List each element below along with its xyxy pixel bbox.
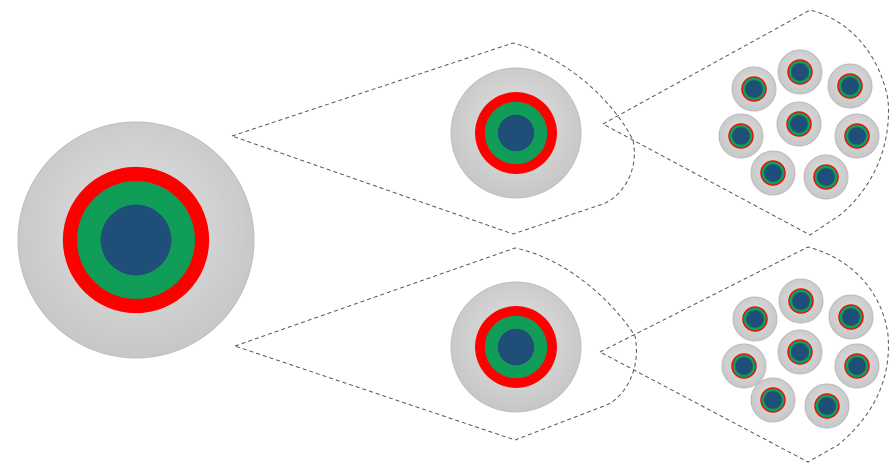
level3-cable-top-2-core [791,63,809,81]
level3-cable-top-6-core [848,127,866,145]
level3-cable-bottom-5-core [791,343,809,361]
level3-cable-bottom-3-core [842,308,860,326]
level3-cable-top-8-core [817,168,835,186]
level3-cable-top-7-core [764,164,782,182]
cable-cross-sections [18,50,879,428]
level3-cable-top-4-core [732,127,750,145]
level3-cable-top-3-core [841,77,859,95]
level2-cable-top-core [498,115,534,151]
level3-cable-bottom-8-core [818,397,836,415]
level3-cable-bottom-2-core [792,292,810,310]
level3-cable-bottom-7-core [764,391,782,409]
level1-cable-core [101,205,172,276]
level3-cable-bottom-1-core [746,310,764,328]
level2-cable-bottom-core [498,329,534,365]
level3-cable-top-1-core [745,80,763,98]
level3-cable-bottom-6-core [848,357,866,375]
level3-cable-bottom-4-core [735,357,753,375]
level3-cable-top-5-core [790,115,808,133]
